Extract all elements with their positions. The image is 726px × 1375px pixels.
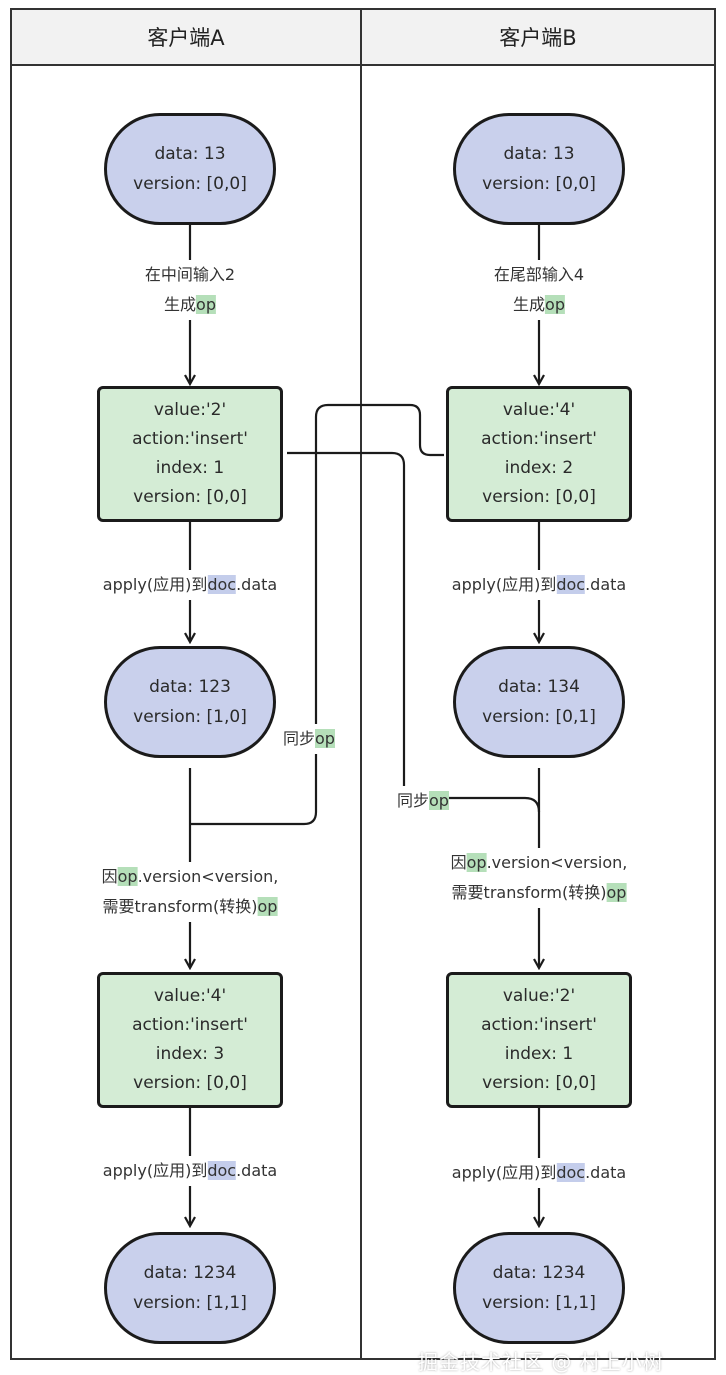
doc-highlight: doc [207,1161,237,1180]
client-b-op1-box: value:'4' action:'insert' index: 2 versi… [446,386,632,522]
label-line: 在中间输入2 [144,265,236,284]
client-a-sync-label: 同步op [283,724,335,754]
client-a-transform-label: 因op.version<version, 需要transform(转换)op [101,862,279,922]
label-line: 生成op [513,295,565,314]
client-b-apply2-label: apply(应用)到doc.data [451,1158,627,1188]
op-value: value:'2' [153,400,227,420]
op-version: version: [0,0] [133,1073,247,1093]
state-data: data: 1234 [143,1263,237,1283]
lane-divider [360,10,362,1358]
label-line: 需要transform(转换)op [451,883,627,902]
op-version: version: [0,0] [133,487,247,507]
client-a-op1-box: value:'2' action:'insert' index: 1 versi… [97,386,283,522]
state-data: data: 134 [498,677,580,697]
op-action: action:'insert' [481,1015,597,1035]
op-highlight: op [315,729,335,748]
state-data: data: 13 [503,144,575,164]
op-action: action:'insert' [132,429,248,449]
client-a-end-state: data: 1234 version: [1,1] [104,1232,276,1344]
sync-edge-b-to-a [190,403,444,826]
client-a-mid-state: data: 123 version: [1,0] [104,646,276,758]
op-index: index: 1 [504,1044,574,1064]
op-highlight: op [429,791,449,810]
op-highlight: op [196,295,216,314]
op-value: value:'4' [502,400,576,420]
client-b-sync-label: 同步op [397,786,449,816]
client-b-apply1-label: apply(应用)到doc.data [451,570,627,600]
doc-highlight: doc [556,1163,586,1182]
op-action: action:'insert' [132,1015,248,1035]
op-version: version: [0,0] [482,1073,596,1093]
op-index: index: 3 [155,1044,225,1064]
label-line: 生成op [164,295,216,314]
op-index: index: 1 [155,458,225,478]
state-version: version: [1,1] [482,1293,596,1313]
state-data: data: 1234 [492,1263,586,1283]
op-value: value:'2' [502,986,576,1006]
op-version: version: [0,0] [482,487,596,507]
state-data: data: 13 [154,144,226,164]
label-line: 在尾部输入4 [493,265,585,284]
op-index: index: 2 [504,458,574,478]
watermark: 掘金技术社区 @ 村上小树 [418,1350,664,1374]
state-version: version: [1,0] [133,707,247,727]
label-line: 因op.version<version, [101,867,279,886]
client-a-apply2-label: apply(应用)到doc.data [102,1156,278,1186]
state-data: data: 123 [149,677,231,697]
client-a-apply1-label: apply(应用)到doc.data [102,570,278,600]
op-highlight: op [545,295,565,314]
client-b-start-state: data: 13 version: [0,0] [453,113,625,225]
client-b-edge1-label: 在尾部输入4 生成op [493,260,585,320]
state-version: version: [0,0] [482,174,596,194]
client-a-op2-box: value:'4' action:'insert' index: 3 versi… [97,972,283,1108]
diagram-frame [10,8,716,1360]
state-version: version: [0,0] [133,174,247,194]
client-b-transform-label: 因op.version<version, 需要transform(转换)op [450,848,628,908]
client-a-start-state: data: 13 version: [0,0] [104,113,276,225]
state-version: version: [0,1] [482,707,596,727]
label-line: 因op.version<version, [450,853,628,872]
op-value: value:'4' [153,986,227,1006]
op-action: action:'insert' [481,429,597,449]
state-version: version: [1,1] [133,1293,247,1313]
lane-header-client-a: 客户端A [12,10,360,66]
doc-highlight: doc [556,575,586,594]
label-line: 需要transform(转换)op [102,897,278,916]
client-b-end-state: data: 1234 version: [1,1] [453,1232,625,1344]
lane-header-client-b: 客户端B [362,10,714,66]
client-b-mid-state: data: 134 version: [0,1] [453,646,625,758]
client-b-op2-box: value:'2' action:'insert' index: 1 versi… [446,972,632,1108]
client-a-edge1-label: 在中间输入2 生成op [144,260,236,320]
doc-highlight: doc [207,575,237,594]
